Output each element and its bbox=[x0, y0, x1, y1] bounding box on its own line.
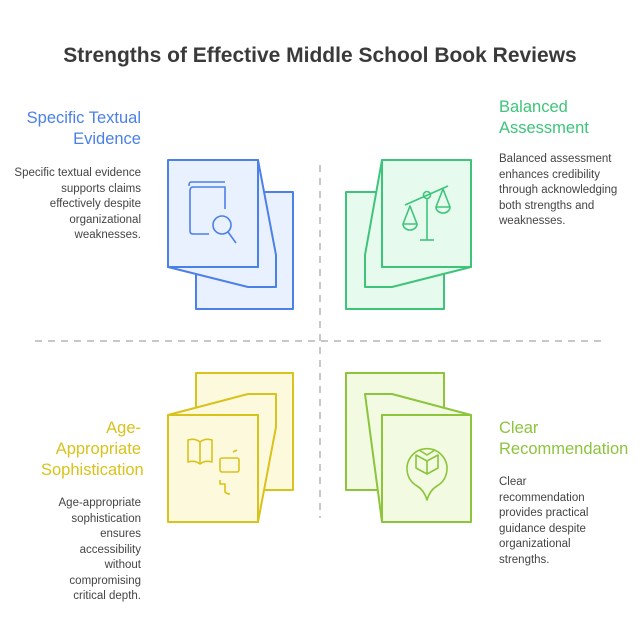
description-specific-textual-evidence: Specific textual evidence supports claim… bbox=[14, 167, 141, 241]
heading-clear-recommendation: Clear Recommendation bbox=[499, 419, 629, 458]
scales-icon bbox=[402, 185, 451, 241]
cube-balanced-assessment bbox=[345, 159, 472, 310]
page-title: Strengths of Effective Middle School Boo… bbox=[63, 44, 577, 67]
description-age-appropriate: Age-appropriate sophistication ensures a… bbox=[58, 497, 141, 602]
heading-balanced-assessment: Balanced Assessment bbox=[499, 98, 589, 137]
book-search-icon bbox=[188, 181, 237, 244]
book-reader-icon bbox=[187, 438, 240, 495]
heading-age-appropriate: Age-Appropriate Sophistication bbox=[41, 419, 144, 479]
cube-specific-textual-evidence bbox=[167, 159, 294, 310]
cube-clear-recommendation bbox=[345, 372, 472, 523]
description-balanced-assessment: Balanced assessment enhances credibility… bbox=[499, 153, 618, 227]
recommended-book-pin-icon bbox=[406, 447, 448, 501]
heading-specific-textual-evidence: Specific Textual Evidence bbox=[26, 109, 141, 148]
cube-age-appropriate bbox=[167, 372, 294, 523]
description-clear-recommendation: Clear recommendation provides practical … bbox=[499, 476, 589, 566]
